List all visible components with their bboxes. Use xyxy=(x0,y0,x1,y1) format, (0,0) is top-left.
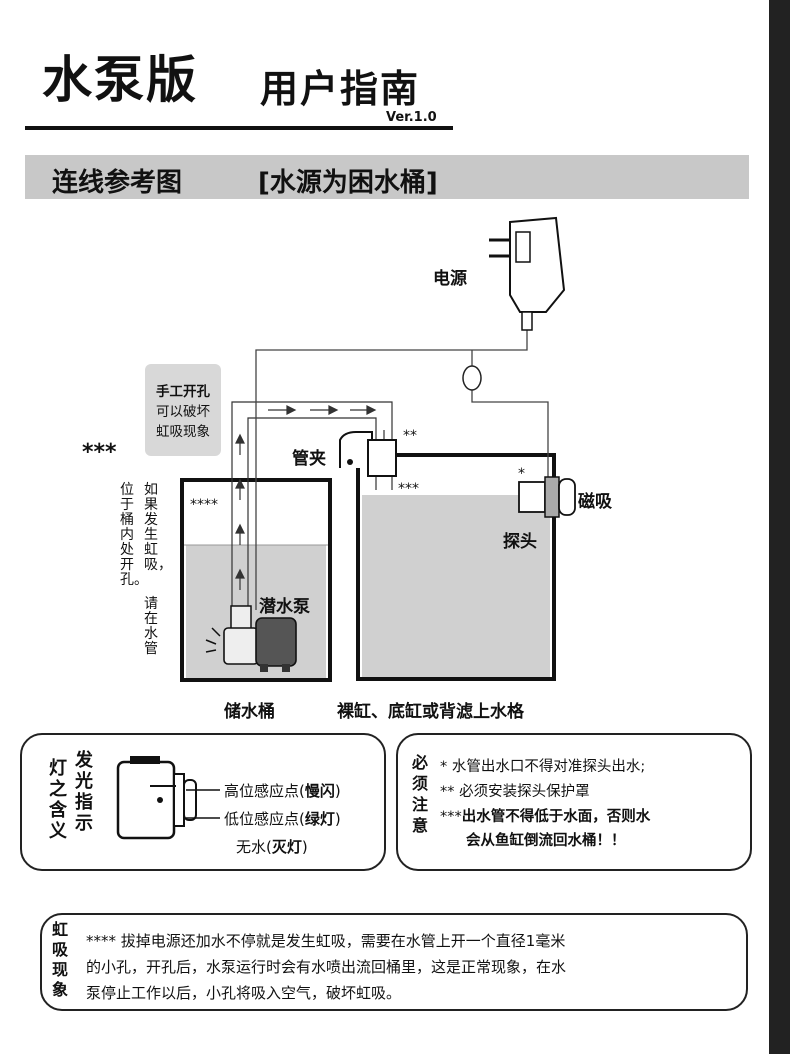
power-adapter-icon xyxy=(489,216,566,331)
note-line-1: * 水管出水口不得对准探头出水; xyxy=(440,759,646,775)
wiring-diagram xyxy=(180,216,576,682)
mark-single-star: * xyxy=(518,466,525,482)
page-subtitle: 用户指南 xyxy=(260,67,421,111)
note-line-4: 会从鱼缸倒流回水桶！！ xyxy=(466,833,626,849)
siphon-note-col1: 如果发生虹吸， xyxy=(144,482,172,573)
sensor-leader-lines xyxy=(186,789,220,819)
callout-line1: 手工开孔 xyxy=(156,384,210,400)
note-line-2: ** 必须安装探头保护罩 xyxy=(440,784,590,800)
callout-line2: 可以破坏 xyxy=(156,404,210,420)
pipe-clip-icon xyxy=(339,431,397,477)
light-low-sensor: 低位感应点(绿灯) xyxy=(224,810,341,828)
banner-water-source: [水源为困水桶] xyxy=(258,168,438,198)
siphon-box xyxy=(40,913,748,1011)
siphon-line-3: 泵停止工作以后，小孔将吸入空气，破坏虹吸。 xyxy=(86,984,402,1002)
wire-connector xyxy=(462,365,482,391)
note-line-3: ***出水管不得低于水面，否则水 xyxy=(440,809,651,825)
sensor-probe-icon xyxy=(116,756,197,840)
siphon-note-col2: 位于桶内处开孔。 xyxy=(120,482,148,588)
submersible-pump-icon xyxy=(205,605,297,672)
light-high-sensor: 高位感应点(慢闪) xyxy=(224,782,341,800)
page-title: 水泵版 xyxy=(42,51,198,109)
tank-label: 裸缸、底缸或背滤上水格 xyxy=(337,702,524,722)
probe-label: 探头 xyxy=(503,532,537,552)
mark-triple-star-tank: *** xyxy=(398,481,419,497)
aquarium-tank xyxy=(356,453,556,681)
page-edge-bar xyxy=(769,0,790,1054)
section-banner xyxy=(25,155,749,199)
mark-double-star: ** xyxy=(403,428,417,444)
must-note-box xyxy=(396,733,752,871)
probe-magnet-icon xyxy=(518,476,576,518)
callout-line3: 虹吸现象 xyxy=(156,424,210,440)
light-meaning-box xyxy=(20,733,386,871)
siphon-line-1: **** 拔掉电源还加水不停就是发生虹吸，需要在水管上开一个直径1毫米 xyxy=(86,932,566,950)
mark-quad-star: **** xyxy=(190,497,218,513)
notes-heading: 必须注意 xyxy=(411,753,428,835)
bucket-label: 储水桶 xyxy=(224,702,275,722)
power-wires xyxy=(255,330,549,610)
light-no-water: 无水(灭灯) xyxy=(236,838,308,856)
banner-title: 连线参考图 xyxy=(52,168,183,198)
siphon-note-col3: 请在水管 xyxy=(144,596,158,657)
siphon-line-2: 的小孔，开孔后，水泵运行时会有水喷出流回桶里，这是正常现象，在水 xyxy=(86,958,567,976)
lights-heading-col1: 灯之含义 xyxy=(49,758,67,842)
pump-label: 潜水泵 xyxy=(259,597,310,617)
mark-triple-star: *** xyxy=(82,440,117,465)
siphon-heading: 虹吸现象 xyxy=(51,920,68,999)
magnet-label: 磁吸 xyxy=(578,492,612,512)
manual-hole-callout: 手工开孔 可以破坏 虹吸现象 xyxy=(145,364,221,456)
pipe-clip-label: 管夹 xyxy=(292,449,326,469)
title-underline xyxy=(25,126,453,130)
lights-heading-col2: 发光指示 xyxy=(75,750,93,834)
version-label: Ver.1.0 xyxy=(386,110,437,125)
power-label: 电源 xyxy=(433,269,467,289)
